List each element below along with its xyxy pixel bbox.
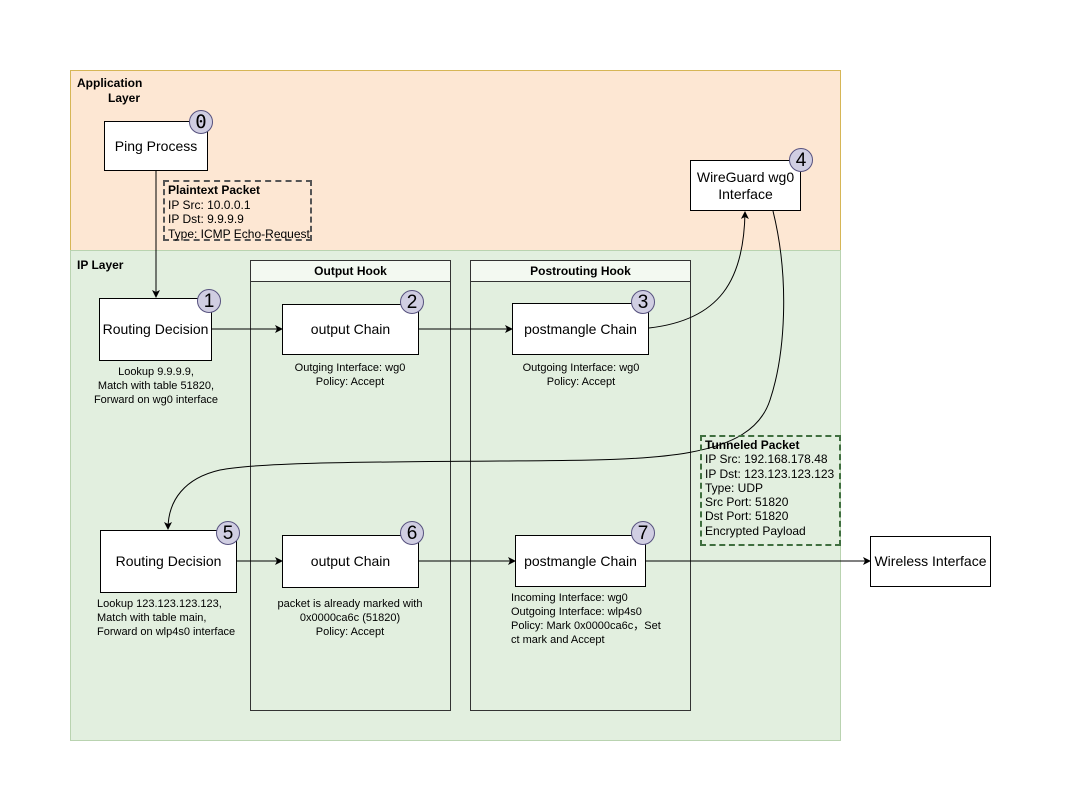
caption-line: Forward on wg0 interface: [93, 394, 219, 406]
step-badge-2: 2: [400, 290, 424, 314]
wireguard-label-line2: Interface: [718, 185, 773, 202]
step-badge-5: 5: [216, 521, 240, 545]
caption-line: Lookup 9.9.9.9,: [118, 366, 194, 378]
application-layer-label-line2: Layer: [108, 91, 141, 105]
packet-line: IP Dst: 9.9.9.9: [168, 212, 244, 226]
step-badge-3: 3: [631, 290, 655, 314]
wireguard-interface-node: WireGuard wg0 Interface: [690, 160, 801, 211]
postrouting-hook-title: Postrouting Hook: [471, 261, 690, 282]
step-badge-6: 6: [400, 521, 424, 545]
step-badge-0: 0: [189, 110, 213, 134]
caption-line: Policy: Accept: [546, 376, 616, 388]
packet-line: IP Src: 192.168.178.48: [705, 452, 828, 467]
caption-line: Incoming Interface: wg0: [511, 592, 628, 604]
packet-line: Type: ICMP Echo-Request: [168, 226, 310, 241]
routing-decision-node-1: Routing Decision: [99, 298, 212, 361]
caption-line: Policy: Accept: [315, 376, 385, 388]
plaintext-packet-box: Plaintext Packet IP Src: 10.0.0.1 IP Dst…: [163, 180, 312, 241]
output-chain-node-1: output Chain: [282, 304, 419, 355]
packet-line: Type: UDP: [705, 480, 764, 495]
routing2-caption: Lookup 123.123.123.123, Match with table…: [97, 597, 257, 639]
packet-title: Tunneled Packet: [705, 438, 800, 452]
step-badge-7: 7: [631, 521, 655, 545]
packet-line: Src Port: 51820: [705, 495, 789, 510]
caption-line: Outgoing Interface: wg0: [522, 362, 640, 374]
packet-title: Plaintext Packet: [168, 183, 261, 197]
application-layer-label-line1: Application: [77, 76, 143, 90]
caption-line: Outging Interface: wg0: [294, 362, 406, 374]
caption-line: 0x0000ca6c (51820): [299, 612, 401, 624]
postmangle-chain-node-1: postmangle Chain: [512, 303, 649, 355]
caption-line: packet is already marked with: [277, 598, 423, 610]
wireless-interface-node: Wireless Interface: [870, 536, 991, 587]
output-hook-title: Output Hook: [251, 261, 450, 282]
postmangle1-caption: Outgoing Interface: wg0 Policy: Accept: [501, 361, 661, 389]
caption-line: Match with table main,: [97, 612, 207, 624]
caption-line: Outgoing Interface: wlp4s0: [511, 606, 642, 618]
wireguard-label-line1: WireGuard wg0: [696, 168, 795, 185]
packet-line: Dst Port: 51820: [705, 509, 789, 524]
output2-caption: packet is already marked with 0x0000ca6c…: [262, 597, 438, 639]
output1-caption: Outging Interface: wg0 Policy: Accept: [270, 361, 430, 389]
step-badge-4: 4: [789, 148, 813, 172]
packet-line: IP Src: 10.0.0.1: [168, 197, 251, 212]
postmangle2-caption: Incoming Interface: wg0 Outgoing Interfa…: [511, 591, 686, 647]
postmangle-chain-node-2: postmangle Chain: [515, 535, 646, 587]
caption-line: Lookup 123.123.123.123,: [97, 598, 222, 610]
caption-line: Policy: Accept: [315, 626, 385, 638]
routing1-caption: Lookup 9.9.9.9, Match with table 51820, …: [80, 365, 232, 407]
edge-wireguard-to-routing2: [164, 210, 785, 530]
application-layer-label: Application Layer: [77, 76, 142, 106]
caption-line: Match with table 51820,: [97, 380, 215, 392]
postrouting-hook: Postrouting Hook: [470, 260, 691, 711]
step-badge-1: 1: [197, 289, 221, 313]
output-chain-node-2: output Chain: [282, 535, 419, 588]
tunneled-packet-box: Tunneled Packet IP Src: 192.168.178.48 I…: [700, 435, 841, 546]
caption-line: Policy: Mark 0x0000ca6c，Set: [511, 620, 661, 632]
caption-line: ct mark and Accept: [511, 634, 605, 646]
caption-line: Forward on wlp4s0 interface: [97, 626, 236, 638]
edge-postmangle1-to-wireguard: [648, 211, 749, 329]
packet-line: IP Dst: 123.123.123.123: [705, 466, 835, 481]
ping-process-node: Ping Process: [104, 121, 208, 171]
output-hook: Output Hook: [250, 260, 451, 711]
routing-decision-node-2: Routing Decision: [100, 530, 237, 593]
packet-line: Encrypted Payload: [705, 523, 806, 538]
ip-layer-label: IP Layer: [77, 258, 124, 272]
